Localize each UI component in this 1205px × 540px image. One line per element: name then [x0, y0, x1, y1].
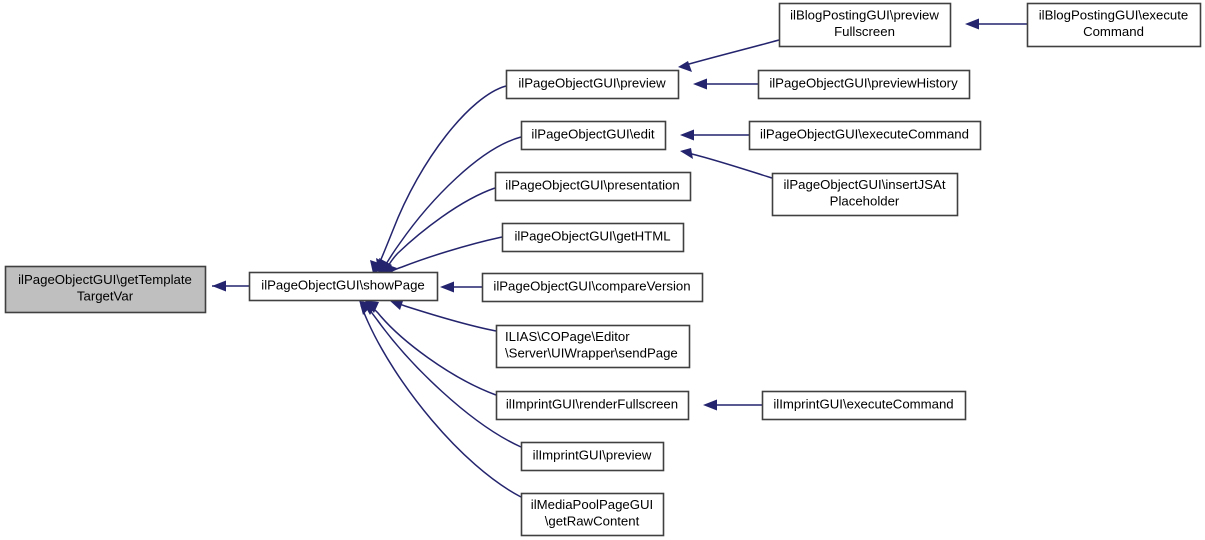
- node-label: ilImprintGUI\renderFullscreen: [506, 396, 678, 411]
- node-label: ilImprintGUI\executeCommand: [773, 396, 953, 411]
- edge-insertJSAtPlaceholder-to-edit: [680, 148, 773, 179]
- graph-node-imprintPreview[interactable]: ilImprintGUI\preview: [520, 441, 665, 472]
- node-label: Placeholder: [830, 194, 900, 209]
- node-label: \getRawContent: [545, 514, 640, 529]
- node-box[interactable]: [248, 271, 439, 302]
- edge-compareVersion-to-showPage: [440, 281, 482, 293]
- graph-node-edit[interactable]: ilPageObjectGUI\edit: [520, 120, 667, 151]
- arrowhead-icon: [678, 61, 692, 72]
- node-label: \Server\UIWrapper\sendPage: [505, 346, 678, 361]
- node-box[interactable]: [757, 69, 971, 100]
- node-box[interactable]: [501, 222, 685, 253]
- arrowhead-icon: [693, 78, 707, 90]
- edge-line: [381, 136, 522, 272]
- edge-line: [384, 187, 496, 272]
- arrowhead-icon: [680, 148, 693, 159]
- node-box[interactable]: [520, 120, 667, 151]
- arrowhead-icon: [965, 18, 979, 30]
- graph-node-imprintExecuteCommand[interactable]: ilImprintGUI\executeCommand: [761, 390, 967, 421]
- node-box[interactable]: [495, 324, 691, 369]
- edge-showPage-to-getTemplateTargetVar: [212, 280, 249, 292]
- edge-line: [681, 39, 780, 67]
- graph-node-preview[interactable]: ilPageObjectGUI\preview: [505, 69, 680, 100]
- node-label: Fullscreen: [834, 24, 895, 39]
- edge-getRawContent-to-showPage: [359, 300, 522, 498]
- node-label: ilBlogPostingGUI\preview: [790, 8, 939, 23]
- edge-line: [683, 151, 773, 179]
- node-label: ilPageObjectGUI\insertJSAt: [784, 177, 946, 192]
- node-box[interactable]: [761, 390, 967, 421]
- graph-node-getRawContent[interactable]: ilMediaPoolPageGUI \getRawContent: [520, 492, 665, 537]
- edge-preview-to-showPage: [370, 85, 507, 278]
- node-label: ilPageObjectGUI\compareVersion: [493, 278, 690, 293]
- edge-line: [375, 85, 507, 272]
- arrowhead-icon: [212, 280, 226, 292]
- edge-pageExecuteCommand-to-edit: [680, 129, 749, 141]
- node-label: TargetVar: [77, 289, 134, 304]
- node-label: ilBlogPostingGUI\execute: [1039, 8, 1189, 23]
- graph-node-pageExecuteCommand[interactable]: ilPageObjectGUI\executeCommand: [748, 120, 982, 151]
- node-label: ilPageObjectGUI\previewHistory: [769, 75, 958, 90]
- node-box[interactable]: [778, 2, 952, 48]
- edge-blogExecuteCommand-to-previewFullscreen: [965, 18, 1027, 30]
- edge-sendPage-to-showPage: [389, 298, 497, 332]
- node-label: Command: [1083, 24, 1144, 39]
- edge-previewHistory-to-preview: [693, 78, 758, 90]
- edge-line: [391, 300, 497, 332]
- node-label: ilPageObjectGUI\executeCommand: [760, 126, 969, 141]
- node-label: ilPageObjectGUI\getTemplate: [18, 272, 192, 287]
- graph-node-previewHistory[interactable]: ilPageObjectGUI\previewHistory: [757, 69, 971, 100]
- node-box[interactable]: [748, 120, 982, 151]
- node-box[interactable]: [494, 171, 692, 202]
- node-box[interactable]: [495, 390, 690, 421]
- node-box[interactable]: [481, 272, 704, 303]
- arrowhead-icon: [680, 129, 694, 141]
- arrowhead-icon: [703, 399, 717, 411]
- arrowhead-icon: [440, 281, 454, 293]
- node-label: ilPageObjectGUI\presentation: [505, 177, 679, 192]
- edge-imprintExecuteCommand-to-renderFullscreen: [703, 399, 762, 411]
- graph-node-renderFullscreen[interactable]: ilImprintGUI\renderFullscreen: [495, 390, 690, 421]
- node-box[interactable]: [520, 492, 665, 537]
- nodes-layer: ilPageObjectGUI\getTemplateTargetVarilPa…: [4, 2, 1202, 537]
- node-box[interactable]: [505, 69, 680, 100]
- node-label: ilMediaPoolPageGUI: [531, 497, 653, 512]
- graph-node-blogExecuteCommand[interactable]: ilBlogPostingGUI\executeCommand: [1026, 2, 1202, 48]
- edge-line: [388, 236, 503, 273]
- graph-node-getHTML[interactable]: ilPageObjectGUI\getHTML: [501, 222, 685, 253]
- graph-node-showPage[interactable]: ilPageObjectGUI\showPage: [248, 271, 439, 302]
- edge-presentation-to-showPage: [379, 187, 496, 277]
- node-box[interactable]: [520, 441, 665, 472]
- graph-node-presentation[interactable]: ilPageObjectGUI\presentation: [494, 171, 692, 202]
- edge-previewFullscreen-to-preview: [678, 39, 780, 72]
- node-label: ilPageObjectGUI\preview: [518, 75, 666, 90]
- node-label: ilPageObjectGUI\edit: [531, 126, 654, 141]
- node-box[interactable]: [4, 265, 207, 314]
- node-label: ilPageObjectGUI\showPage: [261, 277, 424, 292]
- graph-node-sendPage[interactable]: ILIAS\COPage\Editor \Server\UIWrapper\sen…: [495, 324, 691, 369]
- node-label: ilImprintGUI\preview: [533, 447, 652, 462]
- graph-node-compareVersion[interactable]: ilPageObjectGUI\compareVersion: [481, 272, 704, 303]
- node-box[interactable]: [771, 172, 959, 217]
- node-label: ILIAS\COPage\Editor: [505, 329, 630, 344]
- edges-layer: [212, 18, 1027, 498]
- node-box[interactable]: [1026, 2, 1202, 48]
- node-label: ilPageObjectGUI\getHTML: [514, 228, 670, 243]
- arrowhead-icon: [359, 300, 371, 315]
- edge-edit-to-showPage: [376, 136, 522, 277]
